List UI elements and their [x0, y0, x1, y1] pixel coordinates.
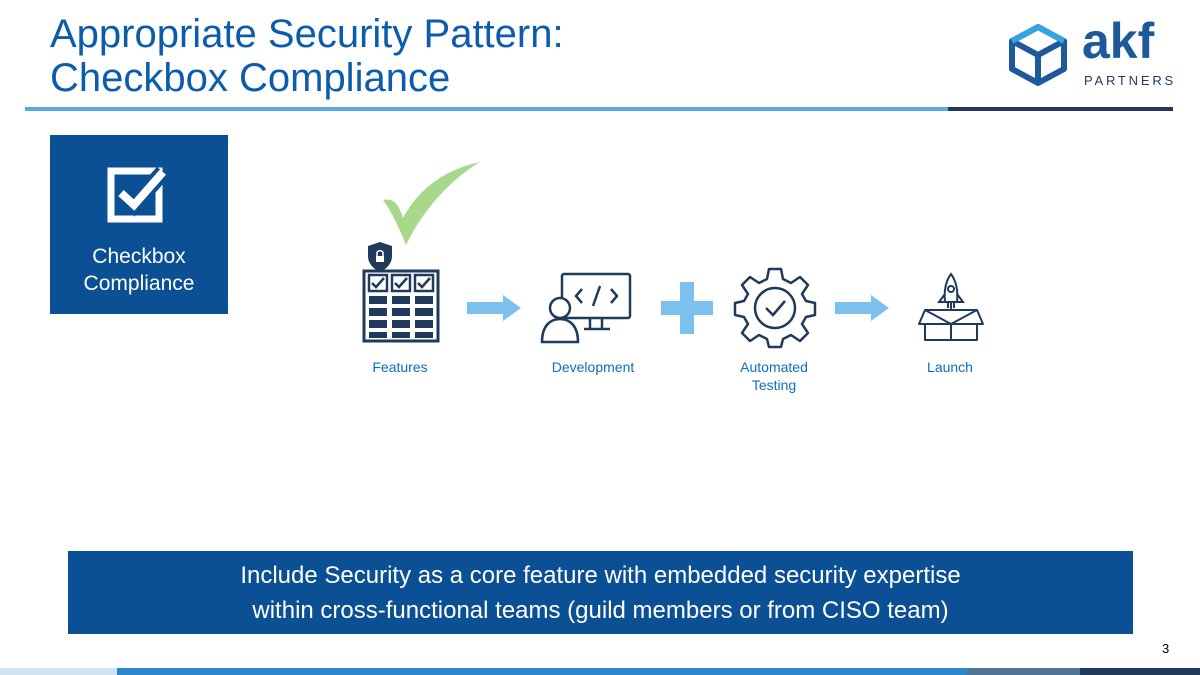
summary-banner: Include Security as a core feature with … [68, 551, 1133, 634]
slide-title: Appropriate Security Pattern: Checkbox C… [50, 12, 564, 100]
step-label-features: Features [372, 359, 428, 375]
arrow-right-icon [835, 295, 889, 321]
features-grid-icon [362, 242, 440, 343]
summary-banner-line2: within cross-functional teams (guild mem… [252, 597, 949, 624]
gear-check-icon [733, 267, 817, 349]
badge-label-line2: Compliance [83, 272, 195, 295]
footer-bar-blue [117, 668, 967, 675]
step-label-launch: Launch [927, 359, 973, 375]
footer-bar-steel [967, 668, 1080, 675]
akf-logo: akf PARTNERS [1008, 13, 1178, 94]
slide-title-line1: Appropriate Security Pattern: [50, 12, 564, 56]
checkbox-compliance-badge: Checkbox Compliance [50, 135, 228, 314]
summary-banner-line1: Include Security as a core feature with … [240, 562, 961, 589]
badge-label: Checkbox Compliance [50, 243, 228, 297]
step-label-testing: Testing [751, 377, 797, 393]
slide-title-line2: Checkbox Compliance [50, 56, 451, 100]
step-label-automated: Automated [740, 359, 808, 375]
plus-icon [661, 282, 713, 334]
arrow-right-icon [467, 295, 521, 321]
title-divider-dark [948, 107, 1173, 111]
title-divider-light [25, 107, 950, 111]
logo-wordmark: akf [1082, 13, 1155, 69]
rocket-box-icon [918, 272, 984, 341]
page-number: 3 [1162, 641, 1170, 656]
developer-code-icon [540, 272, 632, 344]
logo-subtitle: PARTNERS [1084, 73, 1176, 88]
approved-check-icon [383, 162, 480, 245]
badge-label-line1: Checkbox [92, 245, 186, 268]
footer-bar-dark [1080, 668, 1200, 675]
footer-bar-pale [0, 668, 117, 675]
cube-logo-icon [1009, 24, 1067, 86]
step-label-automated-testing: Automated Testing [722, 358, 826, 394]
checkbox-icon [107, 166, 169, 223]
step-label-development: Development [551, 359, 635, 375]
